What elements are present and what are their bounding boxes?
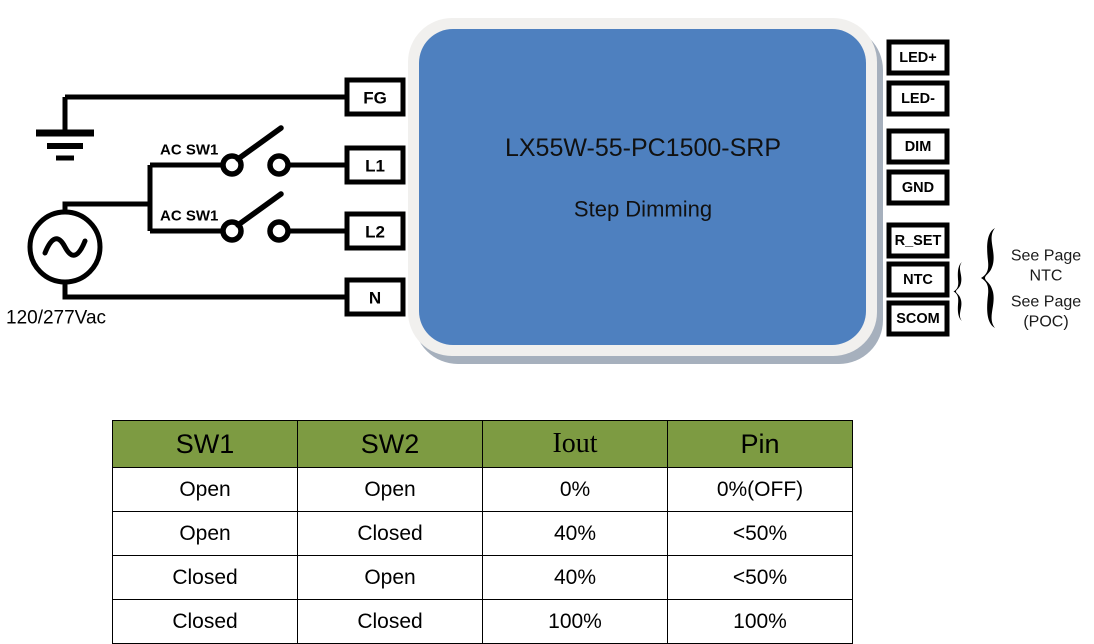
cell-pin: 100% [667, 599, 853, 644]
brace-large-icon [981, 228, 995, 328]
cell-pin: <50% [667, 511, 853, 556]
output-terminal-r-set[interactable]: R_SET [886, 222, 950, 259]
cell-iout: 100% [482, 599, 668, 644]
note-poc-line2: (POC) [1023, 314, 1068, 331]
switch-1-arm[interactable] [235, 125, 284, 162]
output-terminal-scom[interactable]: SCOM [886, 300, 950, 337]
output-terminal-gnd[interactable]: GND [886, 169, 950, 206]
output-terminal-led-minus-label: LED- [901, 91, 935, 107]
ac-neutral-lead [62, 282, 345, 300]
source-voltage-label: 120/277Vac [6, 308, 106, 329]
ac-source-symbol [27, 201, 345, 300]
input-terminal-fg[interactable]: FG [344, 77, 406, 117]
cell-iout: 0% [482, 467, 668, 512]
table-row: Open Open 0% 0%(OFF) [112, 467, 853, 512]
cell-sw1: Open [112, 467, 298, 512]
column-header-iout: Iout [482, 420, 668, 468]
switch-2-throw-node[interactable] [267, 219, 291, 243]
output-terminal-r-set-label: R_SET [895, 233, 942, 249]
output-terminal-ntc[interactable]: NTC [886, 261, 950, 298]
cell-sw2: Open [297, 467, 483, 512]
cell-sw2: Closed [297, 599, 483, 644]
input-terminal-l2[interactable]: L2 [344, 211, 406, 251]
table-row: Open Closed 40% <50% [112, 511, 853, 556]
input-terminal-l1-label: L1 [365, 157, 385, 176]
input-terminal-l1[interactable]: L1 [344, 145, 406, 185]
switch-ac-sw1-bottom[interactable]: AC SW1 [160, 191, 345, 243]
cell-sw1: Closed [112, 599, 298, 644]
output-terminal-led-plus[interactable]: LED+ [886, 39, 950, 76]
column-header-sw1: SW1 [112, 420, 298, 468]
input-terminal-fg-label: FG [363, 89, 387, 108]
note-poc-line1: See Page [1011, 294, 1081, 311]
table-row: Closed Closed 100% 100% [112, 599, 853, 644]
ac-sine-wave [42, 236, 88, 258]
cell-sw2: Closed [297, 511, 483, 556]
column-header-pin: Pin [667, 420, 853, 468]
note-ntc: See Page NTC [1011, 248, 1081, 285]
switch-1-label: AC SW1 [160, 142, 218, 159]
output-terminal-led-plus-label: LED+ [899, 50, 936, 66]
table-header-row: SW1 SW2 Iout Pin [112, 420, 853, 468]
cell-iout: 40% [482, 511, 668, 556]
ac-hot-lead [62, 201, 150, 212]
input-terminal-n-label: N [369, 289, 381, 308]
column-header-sw2: SW2 [297, 420, 483, 468]
output-terminal-dim[interactable]: DIM [886, 128, 950, 165]
wiring-diagram-canvas: LX55W-55-PC1500-SRP Step Dimming 120/277… [6, 18, 1081, 364]
input-terminal-n[interactable]: N [344, 277, 406, 317]
table-row: Closed Open 40% <50% [112, 555, 853, 600]
wiring-diagram: LX55W-55-PC1500-SRP Step Dimming 120/277… [6, 18, 1081, 364]
cell-sw2: Open [297, 555, 483, 600]
output-terminal-scom-label: SCOM [896, 311, 940, 327]
cell-iout: 40% [482, 555, 668, 600]
dimming-truth-table: SW1 SW2 Iout Pin Open Open 0% 0%(OFF) Op… [112, 420, 853, 644]
output-terminal-gnd-label: GND [902, 180, 934, 196]
note-ntc-line2: NTC [1030, 268, 1063, 285]
brace-small-icon [953, 262, 962, 321]
switch-1-throw-node[interactable] [267, 153, 291, 177]
output-terminal-ntc-label: NTC [903, 272, 933, 288]
output-terminal-dim-label: DIM [905, 139, 932, 155]
switch-ac-sw1-top[interactable]: AC SW1 [160, 125, 345, 177]
module-subtitle: Step Dimming [574, 197, 712, 222]
output-terminal-led-minus[interactable]: LED- [886, 80, 950, 117]
cell-sw1: Closed [112, 555, 298, 600]
note-poc: See Page (POC) [1011, 294, 1081, 331]
module-title: LX55W-55-PC1500-SRP [505, 134, 781, 162]
truth-table-container: SW1 SW2 Iout Pin Open Open 0% 0%(OFF) Op… [112, 420, 853, 644]
cell-pin: 0%(OFF) [667, 467, 853, 512]
switch-2-arm[interactable] [235, 191, 284, 228]
cell-sw1: Open [112, 511, 298, 556]
earth-ground-symbol [36, 97, 94, 161]
note-ntc-line1: See Page [1011, 248, 1081, 265]
switch-2-label: AC SW1 [160, 208, 218, 225]
driver-module: LX55W-55-PC1500-SRP Step Dimming [408, 18, 883, 364]
cell-pin: <50% [667, 555, 853, 600]
input-terminal-l2-label: L2 [365, 223, 385, 242]
module-body [419, 29, 866, 345]
